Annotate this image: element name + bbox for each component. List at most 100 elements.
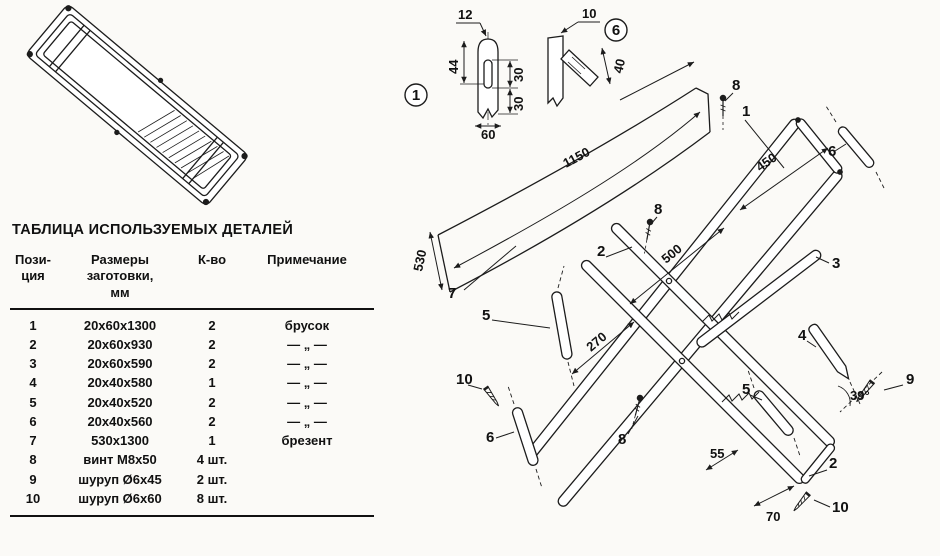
cell-pos: 5 — [29, 394, 37, 410]
cell-pos: 9 — [29, 471, 37, 487]
pivot-joint — [678, 357, 686, 365]
table-row: 7 530х1300 1 брезент — [10, 431, 374, 450]
dim-60: 60 — [481, 127, 495, 142]
cell-size: 530х1300 — [91, 433, 149, 449]
part-callout-2: 2 — [597, 243, 605, 260]
cell-pos: 10 — [25, 490, 41, 506]
angle-arc — [837, 385, 851, 407]
exploded-assembly-diagram: 12 44 30 30 60 1 — [404, 6, 914, 524]
cell-qty: 1 — [208, 375, 216, 391]
detail-part6-view: 10 40 6 — [547, 6, 628, 108]
adjustment-notches-upper — [701, 311, 740, 323]
detail-callout-6 — [604, 18, 628, 42]
cell-qty: 2 — [208, 413, 216, 429]
cell-size: 20х40х580 — [87, 375, 153, 391]
canvas-hatching — [137, 110, 230, 179]
crossbar-part5-right — [747, 369, 801, 457]
part-callout-6: 6 — [486, 429, 494, 446]
cell-qty: 1 — [208, 433, 216, 449]
cell-pos: 2 — [29, 336, 37, 352]
cell-size: 20х40х560 — [87, 413, 153, 429]
bolt-8-icon — [719, 94, 727, 130]
cell-pos: 3 — [29, 356, 37, 372]
folded-lounger-drawing — [26, 5, 248, 206]
cell-note: брусок — [284, 317, 330, 333]
dim-12: 12 — [458, 7, 472, 22]
table-row: 8 винт М8х50 4 шт. — [10, 450, 374, 469]
part-callout-4: 4 — [798, 327, 807, 344]
parts-table-header: Пози- ция Размеры заготовки, мм К-во При… — [10, 252, 374, 310]
adjustment-notches-lower — [721, 391, 760, 403]
cell-note: — „ — — [287, 375, 327, 391]
table-row: 4 20х40х580 1 — „ — — [10, 373, 374, 392]
dim-10: 10 — [582, 6, 596, 21]
part-callouts: 8 1 6 8 2 3 5 4 9 10 6 — [456, 77, 914, 516]
screw-10-icon — [793, 491, 811, 512]
part-callout-3: 3 — [832, 255, 840, 272]
detail-callout-1 — [404, 83, 428, 107]
header-size: Размеры заготовки, мм — [86, 252, 154, 300]
cell-qty: 2 — [208, 317, 216, 333]
cell-pos: 8 — [29, 452, 37, 468]
cell-qty: 4 шт. — [196, 452, 228, 468]
part-callout-8: 8 — [654, 201, 662, 218]
cell-pos: 7 — [29, 433, 37, 449]
dim-530: 530 — [410, 248, 429, 272]
cell-size: 20х60х1300 — [83, 317, 157, 333]
cell-note: — „ — — [287, 336, 327, 352]
detail-part1-view: 12 44 30 30 60 1 — [404, 7, 526, 142]
cell-note: — „ — — [287, 413, 327, 429]
adjuster-bar-part4 — [808, 323, 861, 405]
dim-270: 270 — [583, 329, 609, 354]
cell-note — [242, 489, 372, 508]
table-row: 1 20х60х1300 2 брусок — [10, 316, 374, 335]
detail-callout-6-label: 6 — [612, 22, 620, 39]
cell-size: 20х60х930 — [87, 336, 153, 352]
part-callout-5: 5 — [742, 381, 750, 398]
table-row: 6 20х40х560 2 — „ — — [10, 412, 374, 431]
support-bar-part3 — [696, 249, 822, 348]
parts-table: Пози- ция Размеры заготовки, мм К-во При… — [10, 252, 374, 518]
dim-30-lower: 30 — [511, 97, 526, 111]
bolt-8-icon — [631, 394, 644, 430]
dim-40: 40 — [610, 57, 628, 74]
cell-qty: 2 — [208, 336, 216, 352]
dim-55: 55 — [710, 446, 724, 461]
detail-callout-1-label: 1 — [412, 87, 420, 104]
header-note: Примечание — [267, 252, 347, 267]
cell-qty: 8 шт. — [196, 490, 228, 506]
cell-note: брезент — [281, 433, 333, 449]
pivot-joint — [837, 169, 843, 175]
table-row: 2 20х60х930 2 — „ — — [10, 335, 374, 354]
dim-39deg: 39° — [850, 388, 870, 403]
cell-size: шуруп Ø6х45 — [78, 471, 162, 487]
part-callout-10: 10 — [832, 499, 849, 516]
parts-table-title: ТАБЛИЦА ИСПОЛЬЗУЕМЫХ ДЕТАЛЕЙ — [12, 222, 294, 238]
part-callout-1: 1 — [742, 103, 750, 120]
part-callout-6: 6 — [828, 143, 836, 160]
cell-pos: 6 — [29, 413, 37, 429]
part-callout-8: 8 — [618, 431, 626, 448]
frame-rails-part1 — [525, 118, 843, 507]
cell-qty: 2 — [208, 394, 216, 410]
part-callout-8: 8 — [732, 77, 740, 94]
part-callout-7: 7 — [448, 285, 456, 302]
cell-qty: 2 — [208, 356, 216, 372]
crossbar-part6-lower — [507, 385, 543, 489]
crossbar-part5-left — [551, 265, 575, 387]
pivot-joint — [795, 117, 801, 123]
crossbar-part6-upper — [825, 105, 885, 189]
pivot-joint — [665, 277, 673, 285]
cell-note — [242, 450, 372, 469]
cell-note — [242, 470, 372, 489]
cell-size: винт М8х50 — [83, 452, 157, 468]
screw-10-icon — [482, 385, 500, 407]
cell-pos: 1 — [29, 317, 37, 333]
parts-table-body: 1 20х60х1300 2 брусок 2 20х60х930 2 — „ — 3 20х… — [10, 310, 374, 518]
cell-pos: 4 — [29, 375, 37, 391]
